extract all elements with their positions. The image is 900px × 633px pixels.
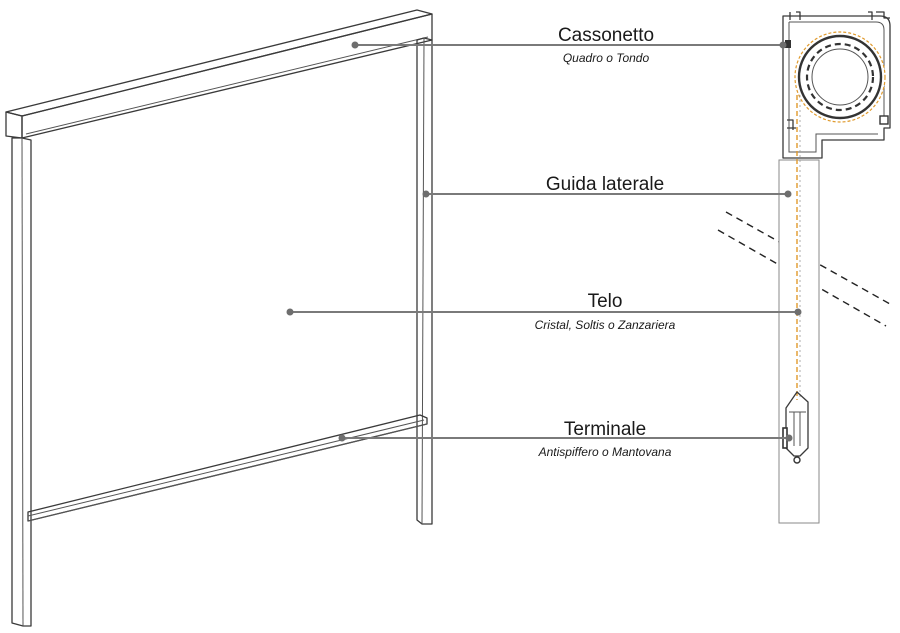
frame-drawing (5, 9, 433, 627)
callout-dot-left (422, 190, 430, 198)
callout-telo: Telo Cristal, Soltis o Zanzariera (286, 291, 802, 332)
callout-dot-left (338, 434, 346, 442)
callout-title-terminale: Terminale (564, 419, 646, 440)
callout-dot-right (779, 41, 787, 49)
callout-dot-left (351, 41, 359, 49)
callout-cassonetto: Cassonetto Quadro o Tondo (351, 25, 787, 65)
callout-subtitle-terminale: Antispiffero o Mantovana (538, 445, 672, 459)
callout-terminale: Terminale Antispiffero o Mantovana (338, 419, 793, 459)
callout-dot-left (286, 308, 294, 316)
guide-rail-section (778, 159, 820, 524)
callout-dot-right (784, 190, 792, 198)
callout-dot-right (785, 434, 793, 442)
callout-subtitle-cassonetto: Quadro o Tondo (563, 51, 650, 65)
callout-subtitle-telo: Cristal, Soltis o Zanzariera (535, 318, 676, 332)
right-guide (416, 37, 433, 525)
left-guide (11, 137, 32, 627)
callout-title-telo: Telo (588, 291, 623, 312)
callout-dot-right (794, 308, 802, 316)
section-detail (717, 11, 891, 524)
callout-title-guida: Guida laterale (546, 174, 664, 195)
terminale-bar (27, 414, 428, 522)
callout-guida: Guida laterale (422, 174, 792, 198)
cassonetto-profile (782, 11, 891, 159)
callout-title-cassonetto: Cassonetto (558, 25, 654, 46)
cassonetto-box (5, 9, 433, 139)
